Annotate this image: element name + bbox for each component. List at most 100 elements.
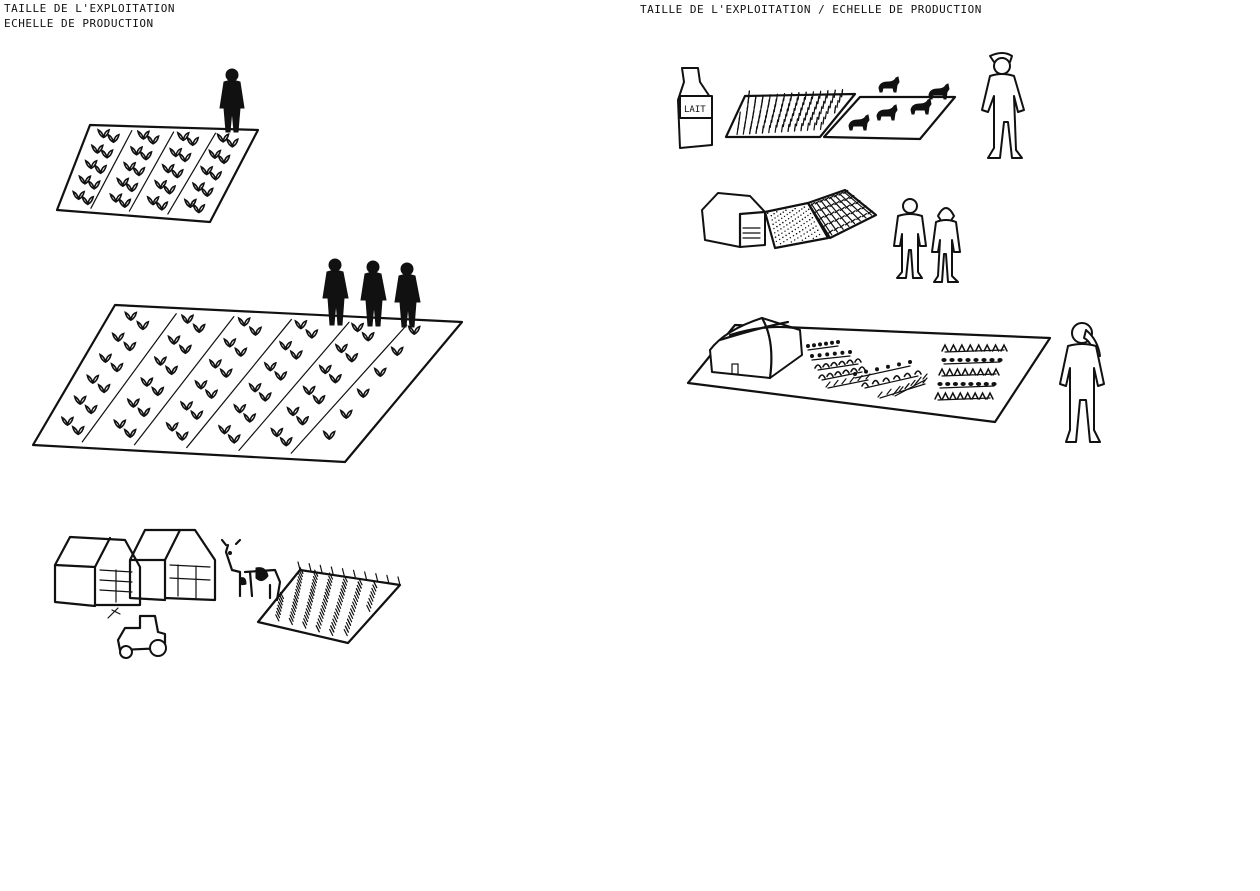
- crop-row: [819, 206, 825, 212]
- crop-icon: [969, 367, 977, 376]
- soil-dot: [797, 216, 799, 218]
- dairy-scene: LAIT: [677, 52, 1025, 159]
- hay-stroke: [299, 566, 304, 574]
- crop-row: [941, 373, 997, 377]
- crop-icon: [97, 128, 111, 139]
- crop-icon: [838, 360, 846, 366]
- crop-icon: [167, 334, 181, 345]
- grass-stroke: [771, 114, 774, 123]
- crop-icon: [289, 349, 303, 360]
- crop-row: [828, 229, 834, 234]
- crop-icon: [949, 391, 957, 400]
- soil-dot: [811, 217, 814, 219]
- hay-stroke: [336, 601, 342, 609]
- crop-icon: [186, 136, 200, 147]
- crop-icon: [162, 184, 177, 195]
- crop-icon: [81, 195, 95, 206]
- grass-stroke: [819, 121, 823, 131]
- crop-row: [810, 203, 833, 236]
- grass-stroke: [817, 95, 820, 105]
- crop-icon: [941, 343, 949, 352]
- grass-stroke: [804, 91, 807, 100]
- soil-dot: [775, 240, 778, 243]
- crop-icon: [971, 391, 979, 400]
- crop-icon: [941, 391, 950, 400]
- crop-icon: [123, 341, 137, 352]
- hay-stroke: [351, 604, 356, 613]
- hay-stroke: [343, 628, 348, 637]
- hay-stroke: [328, 572, 334, 580]
- farmer-silhouette: [219, 68, 245, 133]
- grass-stroke: [779, 108, 782, 118]
- crop-icon: [136, 320, 150, 331]
- hay-stroke: [295, 588, 300, 596]
- crop-icon: [904, 383, 910, 390]
- soil-dot: [792, 235, 795, 237]
- hay-stroke: [306, 604, 311, 613]
- animal-icon: [878, 76, 900, 93]
- tractor-icon: [107, 607, 167, 659]
- grass-stroke: [829, 100, 832, 109]
- crop-row: [824, 213, 830, 218]
- hay-stroke: [279, 595, 284, 603]
- hay-stroke: [310, 588, 315, 596]
- crop-icon: [892, 389, 898, 396]
- crop-icon: [216, 132, 230, 143]
- soil-dot: [791, 220, 794, 222]
- dotted-plot: [763, 201, 830, 250]
- grass-stroke: [815, 101, 818, 110]
- soil-dot: [798, 210, 801, 212]
- barn-icon: [128, 528, 217, 602]
- grass-stroke: [774, 124, 777, 133]
- crop-icon: [861, 382, 869, 387]
- crop-icon: [208, 358, 222, 369]
- soil-dot: [806, 220, 808, 223]
- crop-icon: [957, 358, 963, 362]
- crop-row: [814, 200, 820, 205]
- crop-icon: [124, 311, 138, 321]
- hay-stroke: [291, 608, 296, 616]
- crop-row: [844, 196, 850, 202]
- crop-icon: [200, 187, 214, 197]
- crop-icon: [125, 182, 139, 193]
- soil-dot: [807, 214, 809, 217]
- crop-icon: [318, 364, 332, 375]
- crop-icon: [976, 367, 985, 376]
- crop-row: [850, 218, 856, 223]
- hay-stroke: [320, 608, 325, 616]
- crop-row: [849, 194, 855, 200]
- crop-icon: [961, 367, 969, 376]
- crop-icon: [941, 358, 947, 362]
- crop-icon: [974, 343, 983, 352]
- grass-stroke: [794, 102, 797, 111]
- soil-dot: [782, 221, 784, 224]
- hay-stroke: [292, 601, 297, 609]
- soil-dot: [800, 224, 802, 227]
- crop-row: [939, 385, 995, 389]
- hay-stroke: [298, 572, 303, 581]
- crop-icon: [217, 424, 232, 435]
- crop-icon: [87, 179, 101, 190]
- crop-icon: [118, 197, 132, 208]
- hay-stroke: [330, 566, 334, 576]
- crop-icon: [953, 367, 962, 376]
- hay-stroke: [386, 574, 390, 584]
- crop-icon: [170, 168, 184, 179]
- soil-dot: [781, 217, 783, 220]
- diversified-crops: [806, 340, 1008, 401]
- soil-dot: [777, 215, 779, 217]
- crop-row: [861, 213, 868, 218]
- animal-icon: [848, 114, 870, 131]
- crop-icon: [373, 367, 387, 378]
- farmer-group: [322, 258, 421, 328]
- hay-stroke: [297, 579, 302, 587]
- hay-stroke: [354, 591, 360, 599]
- large-field: [31, 303, 464, 464]
- hay-stroke: [293, 595, 299, 603]
- crop-icon: [258, 391, 272, 402]
- hay-stroke: [304, 611, 310, 619]
- hay-stroke: [317, 618, 322, 626]
- hay-stroke: [344, 625, 349, 633]
- grass-stroke: [782, 93, 786, 102]
